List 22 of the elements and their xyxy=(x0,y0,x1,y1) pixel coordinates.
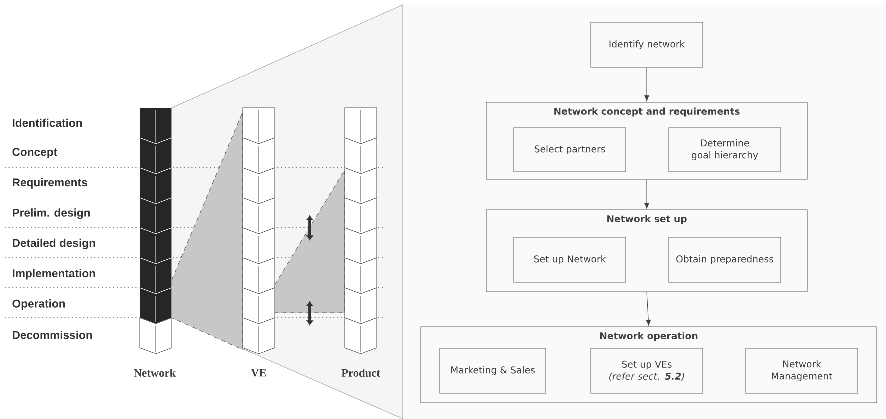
phase-label: Identification xyxy=(13,118,82,128)
arrow xyxy=(646,292,652,326)
process-box: Network Management xyxy=(746,348,858,394)
process-box: Identify network xyxy=(590,22,704,68)
process-box: Set up Network xyxy=(514,237,626,283)
phase-label: Prelim. design xyxy=(13,208,90,220)
column-label: Network xyxy=(134,369,176,377)
process-box: Set up VEs (refer sect. 5.2) xyxy=(590,348,704,394)
process-box: Select partners xyxy=(514,128,626,172)
phase-label: Implementation xyxy=(13,269,96,280)
process-box: Marketing & Sales xyxy=(440,348,546,394)
phase-label: Concept xyxy=(12,148,58,158)
column-label: Product xyxy=(342,369,380,378)
phase-label: Operation xyxy=(12,300,66,310)
phase-label: Requirements xyxy=(13,178,88,189)
column-label: VE xyxy=(251,369,266,377)
phase-label: Decommission xyxy=(13,330,92,340)
process-box: Determine goal hierarchy xyxy=(668,128,782,172)
phase-label: Detailed design xyxy=(13,238,96,250)
arrow xyxy=(644,68,650,102)
process-box: Obtain preparedness xyxy=(668,237,782,283)
arrow xyxy=(644,180,650,209)
